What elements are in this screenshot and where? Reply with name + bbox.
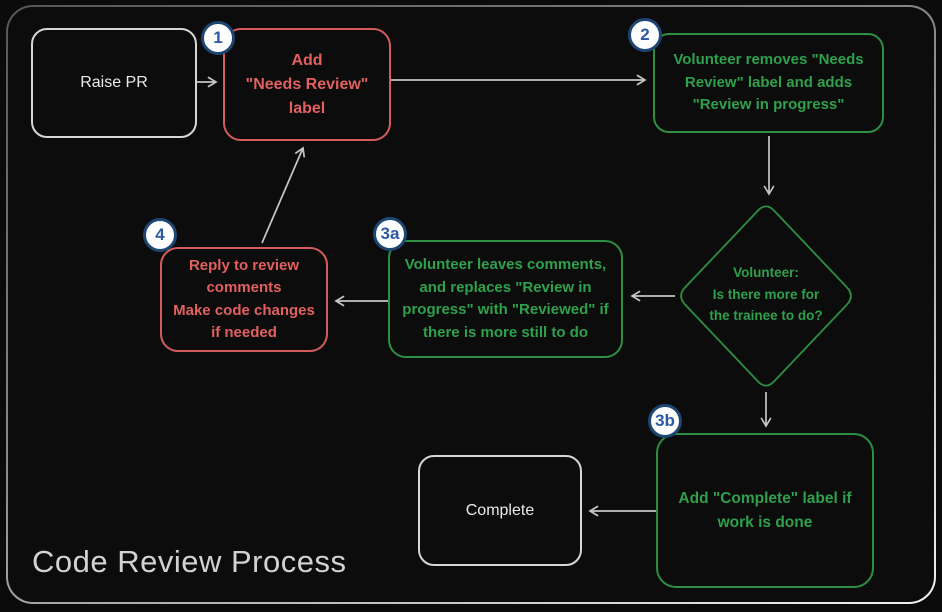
node-reply-to-comments: Reply to review comments Make code chang…: [160, 247, 328, 352]
node-reply-to-comments-text: Reply to review comments Make code chang…: [173, 256, 315, 342]
step-badge-3a: 3a: [373, 217, 407, 251]
node-add-needs-review-label: Add "Needs Review" label: [223, 28, 391, 141]
arrow-step4-to-step1: [261, 146, 306, 244]
node-complete: Complete: [418, 455, 582, 566]
page-title: Code Review Process: [32, 544, 347, 579]
step-badge-3b: 3b: [648, 404, 682, 438]
node-add-needs-review-text: Add "Needs Review" label: [245, 51, 369, 117]
node-add-complete-label: Add "Complete" label if work is done: [656, 433, 874, 588]
node-volunteer-removes-text: Volunteer removes "Needs Review" label a…: [673, 51, 864, 114]
step-badge-1: 1: [201, 21, 235, 55]
node-raise-pr-label: Raise PR: [80, 74, 148, 91]
decision-diamond-shape: [680, 205, 852, 387]
decision-label: Volunteer: Is there more for the trainee…: [709, 265, 823, 324]
node-add-complete-text: Add "Complete" label if work is done: [678, 490, 852, 531]
node-complete-label: Complete: [465, 501, 535, 519]
outer-frame: [6, 5, 936, 604]
node-volunteer-removes-label: Volunteer removes "Needs Review" label a…: [653, 33, 884, 133]
step-badge-4: 4: [143, 218, 177, 252]
node-raise-pr: Raise PR: [31, 28, 197, 138]
node-volunteer-leaves-comments-text: Volunteer leaves comments, and replaces …: [402, 256, 609, 341]
node-volunteer-leaves-comments: Volunteer leaves comments, and replaces …: [388, 240, 623, 358]
step-badge-2: 2: [628, 18, 662, 52]
